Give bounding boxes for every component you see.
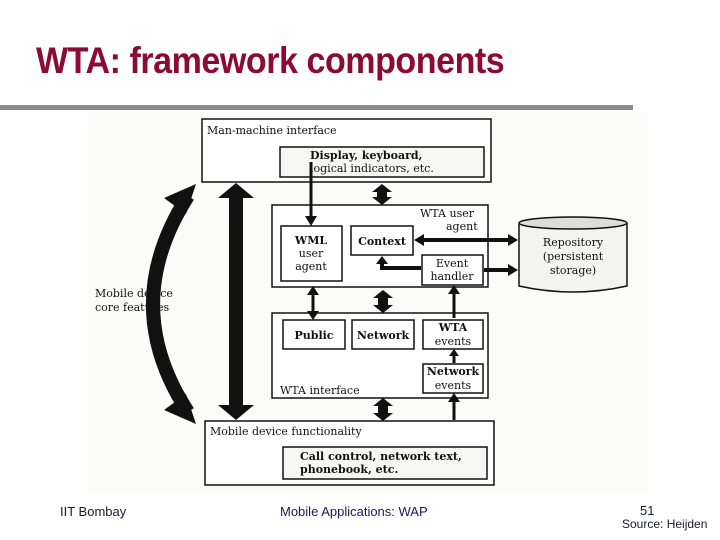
core-features-label-1: Mobile device: [95, 287, 173, 300]
vertical-double-arrow: [218, 183, 254, 420]
context-label: Context: [358, 235, 407, 248]
network-events-box: [422, 363, 484, 394]
network-label: Network: [357, 329, 410, 342]
repository-label: Repository: [543, 236, 604, 249]
wta-events-label-2: events: [435, 335, 472, 348]
double-arrow-mmi-agent: [372, 184, 392, 205]
call-control-text: Call control, network text,: [300, 450, 462, 463]
page-number: 51: [640, 503, 655, 518]
phonebook-text: phonebook, etc.: [300, 463, 398, 476]
double-arrow-interface-functionality: [373, 398, 393, 421]
core-features-curved-arrow: [146, 184, 196, 424]
network-box: [351, 319, 415, 350]
public-label: Public: [294, 329, 333, 342]
display-keyboard-text: Display, keyboard,: [310, 149, 422, 162]
title-divider: [0, 105, 633, 110]
wta-user-agent-label-2: agent: [446, 220, 478, 233]
wta-user-agent-label-1: WTA user: [420, 207, 475, 220]
public-box: [282, 319, 346, 350]
context-box: [350, 225, 414, 256]
wta-events-box: [422, 319, 484, 350]
wta-interface-label: WTA interface: [280, 384, 360, 397]
arrow-handler-context: [376, 256, 421, 270]
network-events-label-1: Network: [427, 365, 480, 378]
footer-institution: IIT Bombay: [60, 504, 127, 519]
arrow-display-to-wml: [305, 162, 317, 226]
wml-agent-label: agent: [295, 260, 327, 273]
wta-events-label-1: WTA: [438, 321, 468, 334]
network-events-label-2: events: [435, 379, 472, 392]
arrow-wta-events-to-handler: [448, 285, 460, 318]
logical-indicators-text: logical indicators, etc.: [310, 162, 434, 175]
man-machine-interface-box: Man-machine interface Display, keyboard,…: [201, 118, 492, 183]
arrow-network-events-to-wta-events: [449, 349, 459, 363]
arrow-functionality-to-network-events: [448, 393, 460, 420]
repository-cylinder: Repository (persistent storage): [518, 216, 628, 293]
wml-user-agent-box: [280, 225, 343, 282]
man-machine-interface-label: Man-machine interface: [207, 124, 337, 137]
handler-label: handler: [430, 270, 474, 283]
event-label: Event: [436, 257, 469, 270]
footer-course: Mobile Applications: WAP: [280, 504, 428, 519]
storage-label: storage): [550, 264, 596, 277]
slide-title: WTA: framework components: [36, 40, 505, 81]
source-credit: Source: Heijden: [622, 517, 708, 531]
arrow-context-repository: [414, 234, 518, 246]
persistent-label: (persistent: [543, 250, 604, 263]
wml-user-label: user: [299, 247, 324, 260]
mobile-device-functionality-label: Mobile device functionality: [210, 425, 362, 438]
mobile-device-functionality-box: Mobile device functionality Call control…: [204, 420, 495, 486]
wml-label: WML: [294, 234, 328, 247]
arrow-handler-repository: [484, 264, 518, 276]
wta-user-agent-box: WTA user agent WML user agent Context Ev…: [271, 204, 489, 288]
double-arrow-agent-interface: [373, 290, 393, 313]
event-handler-box: [421, 254, 484, 286]
arrow-wml-to-public: [307, 286, 319, 320]
